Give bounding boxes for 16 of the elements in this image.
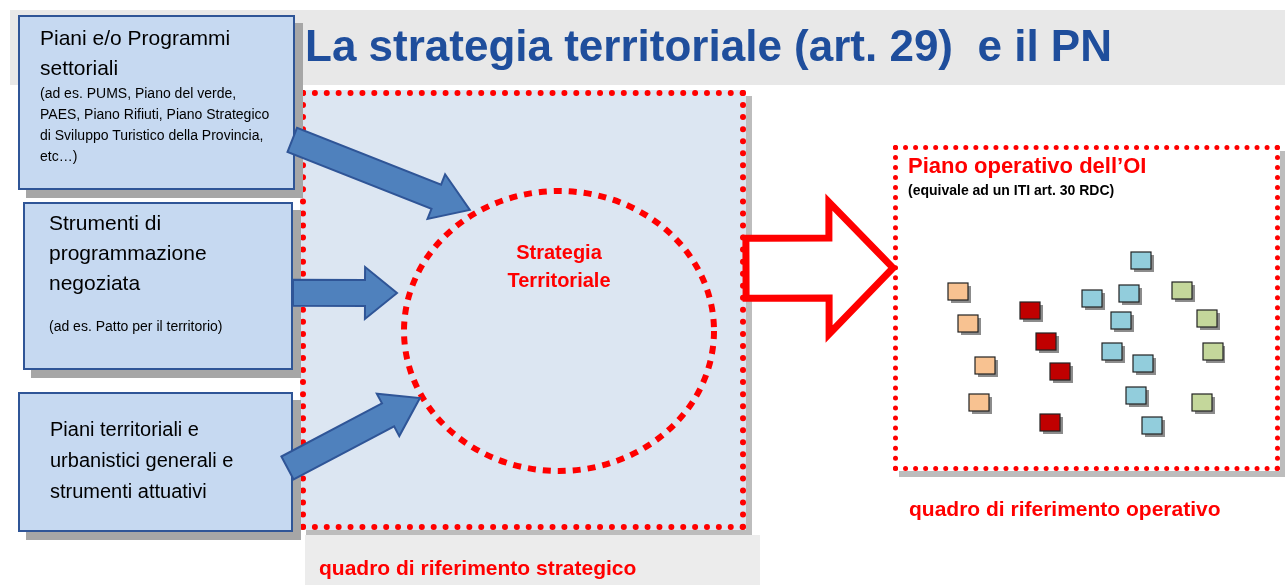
block-arrow [292, 264, 399, 322]
dotted-circle [399, 186, 719, 476]
block-arrow [742, 193, 898, 343]
block-arrow [286, 126, 472, 221]
box-heading: Strumenti di programmazione negoziata [49, 210, 208, 296]
box-title: Piano operativo dell’OI [908, 152, 1148, 180]
box-note: (ad es. PUMS, Piano del verde, PAES, Piano Rifiuti, Piano Strategico di Sviluppo Turistico della Provincia, etc…) [40, 84, 271, 166]
circle-label: Strategia Territoriale [506, 240, 612, 293]
frame-caption: quadro di riferimento strategico [318, 555, 638, 581]
box-note: (ad es. Patto per il territorio) [49, 317, 224, 336]
frame-caption: quadro di riferimento operativo [908, 496, 1222, 522]
title: La strategia territoriale (art. 29) e il PN [305, 20, 1112, 72]
block-arrow [280, 392, 422, 481]
box-heading: Piani e/o Programmi settoriali [40, 25, 232, 81]
box-heading: Piani territoriali e urbanistici generali e strumenti attuativi [50, 417, 235, 504]
box-subtitle: (equivale ad un ITI art. 30 RDC) [908, 181, 1116, 200]
